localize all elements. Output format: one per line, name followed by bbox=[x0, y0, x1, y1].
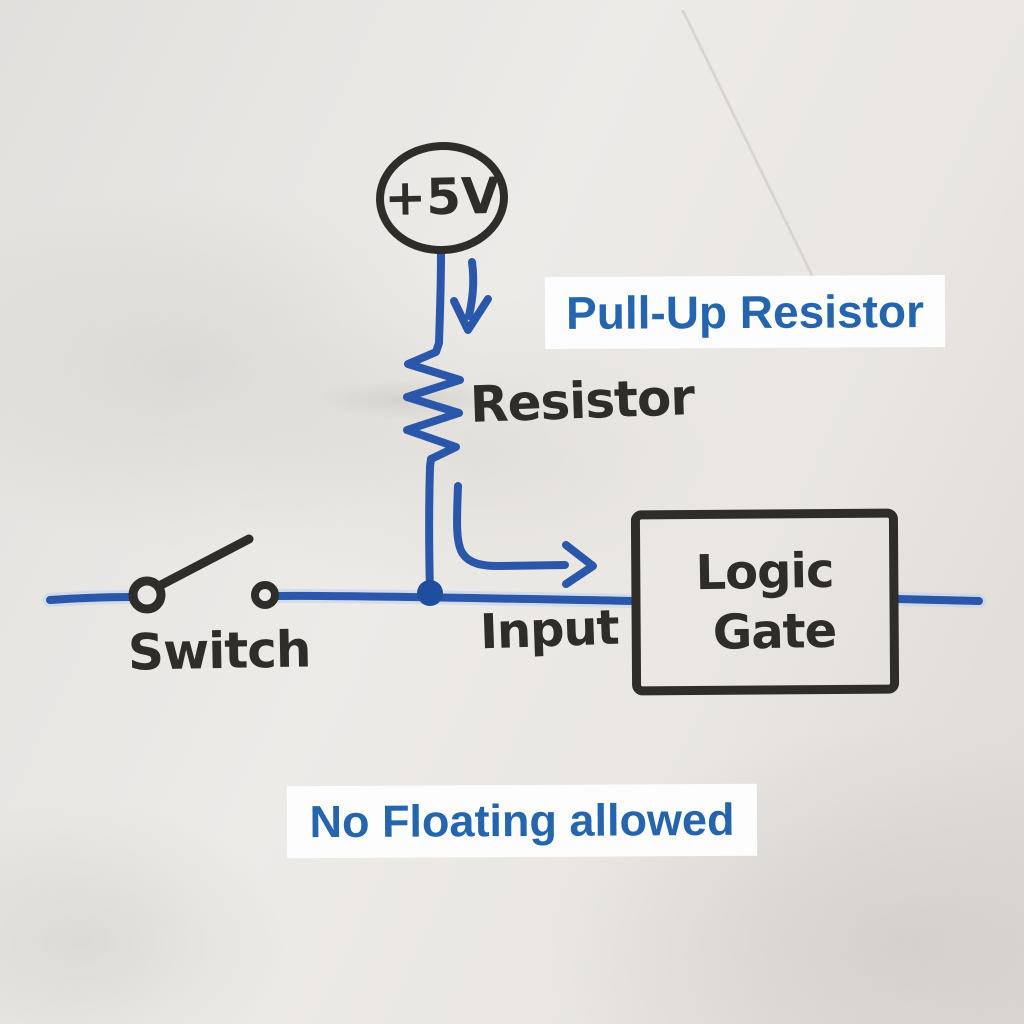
wire-right-segment bbox=[893, 595, 983, 605]
switch-pole-circle bbox=[128, 576, 166, 614]
pullup-resistor-caption: Pull-Up Resistor bbox=[544, 274, 946, 350]
logic-gate-box bbox=[630, 508, 900, 696]
switch-throw-circle bbox=[251, 581, 279, 609]
supply-voltage-label: +5V bbox=[383, 166, 501, 228]
current-down-arrowhead bbox=[450, 295, 492, 334]
pullup-resistor-caption-text: Pull-Up Resistor bbox=[565, 285, 925, 339]
resistor-lower-lead-wire bbox=[425, 463, 434, 596]
logic-gate-label-line1: Logic bbox=[695, 542, 834, 602]
switch-label: Switch bbox=[127, 620, 311, 682]
supply-circle bbox=[376, 141, 508, 255]
current-down-arrow-shaft bbox=[465, 258, 478, 320]
junction-dot bbox=[417, 580, 443, 606]
resistor-symbol bbox=[403, 339, 464, 471]
wire-left-segment bbox=[46, 593, 136, 604]
resistor-label: Resistor bbox=[469, 368, 695, 434]
input-arrow-shaft bbox=[453, 482, 569, 570]
switch-lever bbox=[154, 534, 254, 591]
no-floating-caption: No Floating allowed bbox=[286, 783, 758, 859]
logic-gate-label: Logic Gate bbox=[639, 516, 892, 688]
supply-lead-wire bbox=[435, 249, 445, 347]
input-arrowhead bbox=[562, 541, 597, 588]
no-floating-caption-text: No Floating allowed bbox=[309, 793, 735, 848]
input-label: Input bbox=[479, 599, 620, 661]
logic-gate-label-line2: Gate bbox=[712, 602, 837, 661]
